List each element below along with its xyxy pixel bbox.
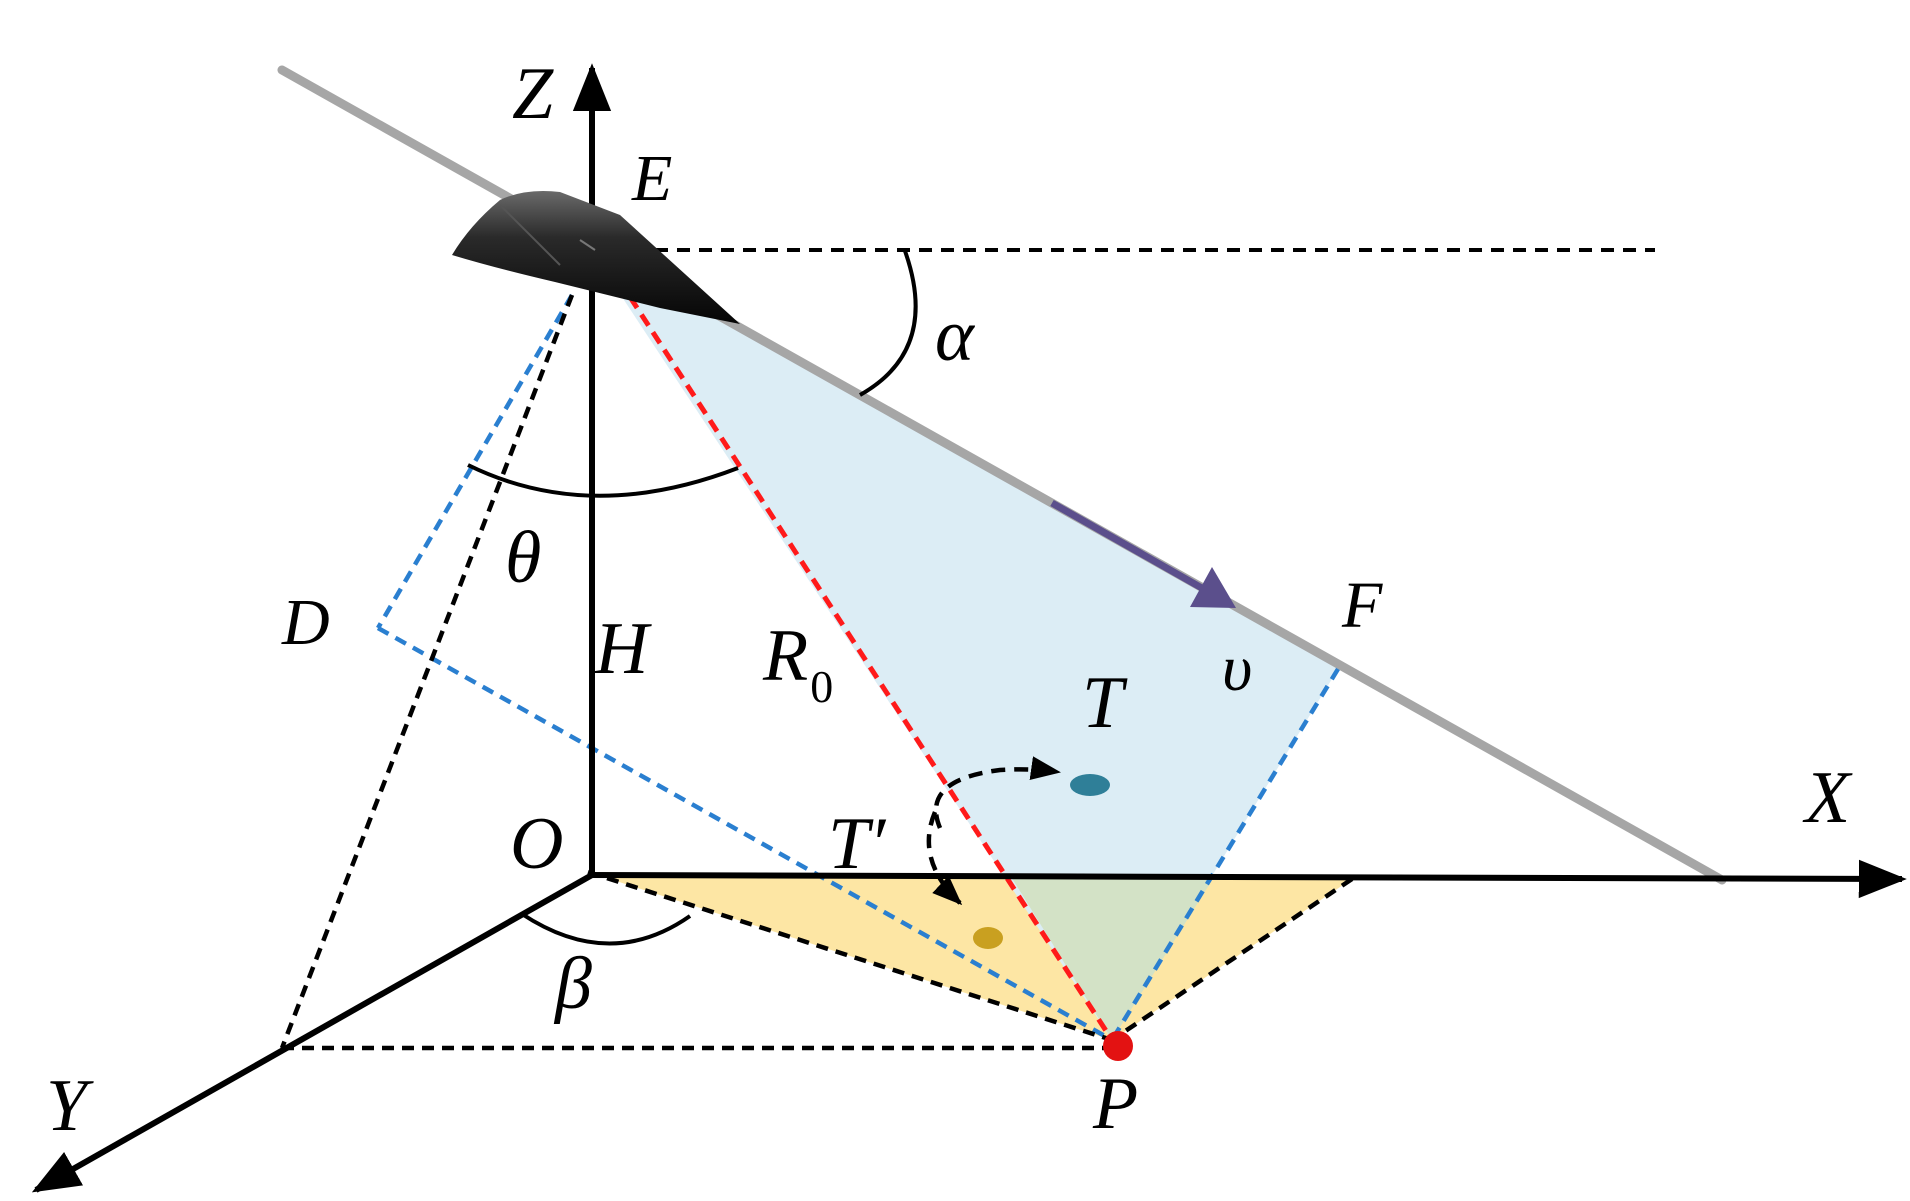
target-t-projection-marker [973, 927, 1003, 949]
angle-theta-label: θ [505, 517, 541, 599]
axes [31, 63, 1907, 1193]
target-t-projection-label: T′ [828, 803, 887, 885]
beam-edges [376, 293, 1340, 1042]
height-label: H [594, 608, 652, 690]
beam-plane [622, 297, 1338, 1040]
origin-label: O [510, 803, 563, 885]
slant-range-line [627, 295, 1115, 1042]
velocity-arrowhead [1190, 567, 1236, 608]
angle-alpha-arc [859, 250, 918, 397]
point-p-marker [1103, 1031, 1133, 1061]
beam-footprint-overlap [1010, 875, 1214, 1040]
projection-lines [279, 294, 1354, 1051]
point-e-label: E [631, 142, 672, 215]
hypersonic-vehicle-icon [452, 191, 740, 324]
y-axis-label: Y [46, 1065, 94, 1147]
point-p-label: P [1092, 1063, 1138, 1145]
angle-beta-arc [520, 912, 692, 946]
target-to-ground-arrow [926, 811, 963, 906]
x-axis-label: X [1802, 757, 1853, 839]
target-t-marker [1070, 774, 1110, 796]
target-t-label: T [1082, 662, 1128, 744]
target-to-beam-arrow [933, 756, 1061, 829]
slant-range-label: R0 [762, 615, 833, 712]
velocity-arrow [1050, 499, 1232, 608]
angle-theta-arc [467, 463, 739, 498]
angle-alpha-label: α [935, 295, 976, 377]
velocity-label: υ [1222, 632, 1252, 705]
angle-beta-label: β [553, 943, 592, 1025]
point-d-label: D [281, 586, 330, 659]
y-axis [31, 872, 594, 1193]
z-axis-label: Z [512, 53, 554, 135]
ground-footprint [588, 872, 1352, 1040]
point-f-label: F [1341, 569, 1383, 642]
x-axis [587, 859, 1907, 899]
